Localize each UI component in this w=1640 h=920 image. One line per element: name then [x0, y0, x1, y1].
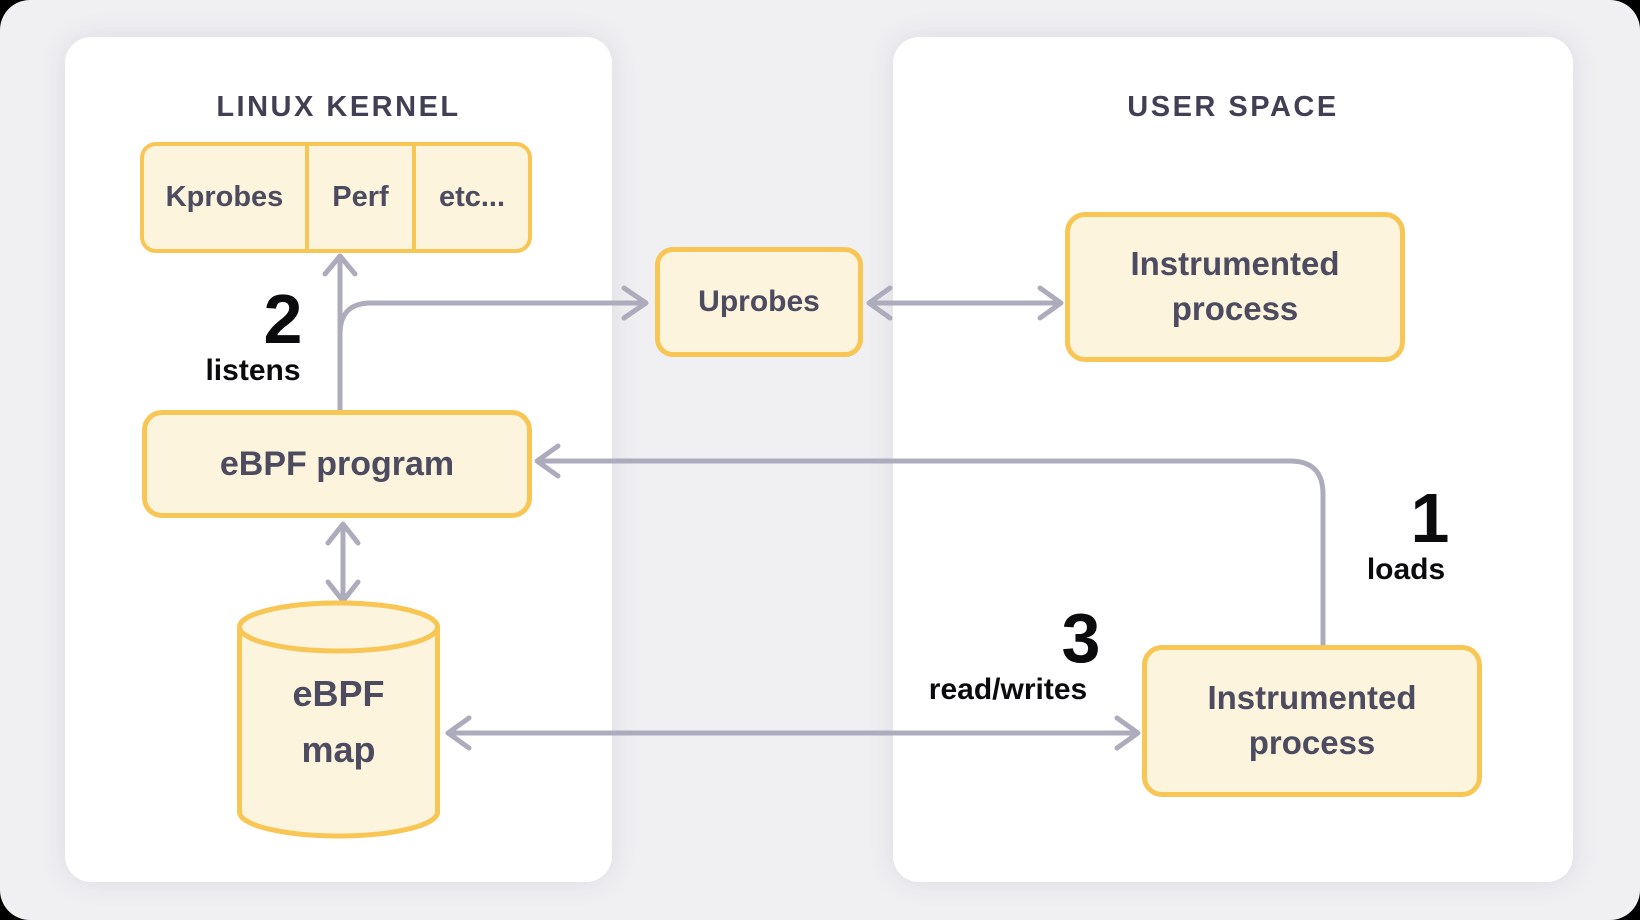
arrow-program-map	[325, 521, 361, 604]
step-1-label: loads	[1366, 553, 1446, 586]
panel-title-user-space: USER SPACE	[1127, 91, 1339, 123]
probe-cell-etc: etc...	[412, 146, 528, 249]
panel-title-linux-kernel: LINUX KERNEL	[216, 91, 461, 123]
ebpf-map-label: eBPF map	[235, 627, 442, 817]
step-3-label: read/writes	[928, 673, 1088, 706]
arrow-program-to-uprobes	[337, 285, 649, 337]
instrumented-process-bottom-label: Instrumented process	[1207, 676, 1416, 765]
instrumented-process-bottom-node: Instrumented process	[1142, 645, 1482, 797]
instrumented-process-top-line2: process	[1171, 290, 1299, 327]
step-1-number: 1	[1410, 479, 1450, 557]
instrumented-process-bottom-line1: Instrumented	[1207, 679, 1417, 717]
instrumented-process-top-label: Instrumented process	[1130, 242, 1339, 331]
ebpf-map-line2: map	[301, 729, 376, 770]
ebpf-program-node: eBPF program	[142, 410, 532, 518]
probe-sources-row: Kprobes Perf etc...	[140, 142, 532, 253]
step-2-number: 2	[263, 280, 303, 358]
arrow-loads	[534, 443, 1326, 651]
uprobes-node: Uprobes	[655, 247, 863, 357]
step-2-label: listens	[205, 354, 301, 387]
instrumented-process-bottom-line2: process	[1248, 724, 1376, 761]
probe-cell-kprobes: Kprobes	[165, 181, 284, 213]
probe-cell-perf: Perf	[305, 146, 412, 249]
arrow-read-writes	[445, 715, 1141, 751]
ebpf-map-line1: eBPF	[292, 673, 385, 715]
step-3-number: 3	[1061, 599, 1101, 677]
ebpf-map-cylinder	[237, 600, 440, 839]
instrumented-process-top-line1: Instrumented	[1130, 245, 1340, 283]
arrow-uprobes-instrumented	[866, 285, 1064, 321]
instrumented-process-top-node: Instrumented process	[1065, 212, 1405, 362]
